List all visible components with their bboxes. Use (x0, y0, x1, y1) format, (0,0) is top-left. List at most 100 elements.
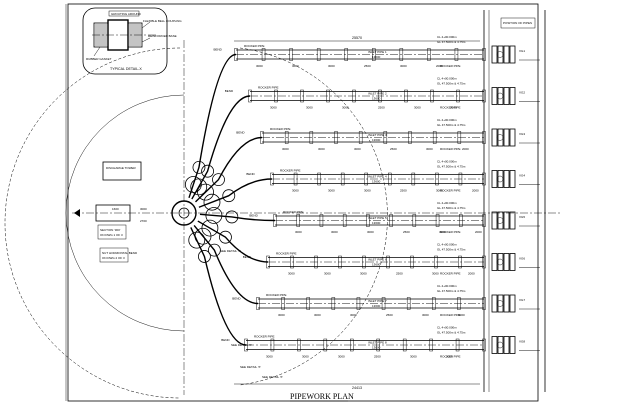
bend-fitting (192, 160, 206, 174)
rocker-pipe-label-right: ROCKER PIPE (440, 147, 461, 151)
bend-pipe (188, 53, 237, 199)
top-dimension: 25570 (352, 36, 362, 40)
segment-dimension: 2000 (458, 313, 465, 317)
segment-dimension: 2500 (378, 106, 385, 110)
level-label: GL 47.500m & 4.75m (437, 165, 466, 169)
segment-dimension: 3000 (400, 64, 407, 68)
segment-dimension: 3000 (331, 230, 338, 234)
inlet-pipe-label: INLET PIPE 1 (368, 50, 387, 54)
hub-outlet (188, 231, 206, 249)
detail-frame (82, 7, 168, 75)
left-dim-b: 3000 (140, 207, 147, 211)
radial-bend: BEND (188, 227, 247, 346)
bend-pipe (198, 178, 273, 208)
drawing-title: PIPEWORK PLAN (290, 392, 354, 401)
valve-block (503, 211, 510, 230)
valve-block (509, 336, 516, 354)
valve-block (497, 294, 504, 313)
valve-circle (496, 217, 504, 224)
valve-block (491, 45, 498, 64)
segment-dimension: 3000 (292, 189, 299, 193)
pipe-joint (362, 255, 366, 269)
detail-right-upper-label: FLEXIBLE BELL COUPLING (143, 19, 182, 23)
pipe-joint (334, 131, 338, 144)
pipe-joint (408, 131, 412, 144)
level-label: GL 47.500m & 4.75m (437, 40, 466, 44)
pipe-joint (482, 255, 486, 269)
radial-bend: BEND (198, 172, 273, 211)
segment-dimension: 3000 (292, 64, 299, 68)
pipe-joint (412, 214, 417, 227)
pipe-joint (344, 48, 348, 61)
rocker-pipe-label-right: ROCKER PIPE (440, 64, 461, 68)
level-label: GL 47.500m & 4.75m (437, 206, 466, 210)
valve-label: VG2 (519, 91, 525, 95)
valve-circle (496, 134, 504, 141)
detail-leader-2 (141, 37, 151, 43)
bend-label: BEND (236, 131, 245, 135)
segment-dimension: 3000 (410, 355, 417, 359)
chainage-label: CL 4+00.000m (437, 118, 457, 122)
valve-circle (496, 258, 504, 266)
pipe-joint (366, 214, 370, 227)
segment-dimension: 2000 (462, 147, 469, 151)
pipe-joint (314, 255, 318, 269)
segment-dimension: 2500 (390, 147, 397, 151)
valve-block (509, 211, 516, 230)
chainage-label: CL 4+00.000m (437, 160, 457, 164)
level-label: GL 47.500m & 4.75m (437, 248, 466, 252)
pipe-joint (352, 89, 356, 103)
section-box (97, 224, 127, 240)
valve-block (503, 294, 510, 313)
segment-dimension: 3000 (328, 189, 335, 193)
bend-fitting (207, 243, 221, 257)
segment-dimension: 2500 (364, 64, 371, 68)
pipe-joint (482, 89, 486, 103)
pipe-joint (482, 214, 486, 227)
valve-label: VG8 (519, 340, 525, 344)
valve-block (503, 45, 510, 64)
bend-pipe (195, 136, 263, 203)
pipe-joint (316, 48, 321, 61)
bend-fitting (201, 164, 214, 178)
pipe-joint (435, 172, 439, 186)
valve-block (509, 128, 516, 147)
segment-dimension: 3000 (328, 64, 335, 68)
pipe-joint (300, 89, 304, 103)
segment-dimension: 3000 (422, 313, 429, 317)
segment-dimension: 3000 (256, 64, 263, 68)
level-label: GL 47.500m & 4.75m (437, 331, 466, 335)
valve-label: VG3 (519, 132, 525, 136)
chainage-label: CL 4+00.000m (437, 326, 457, 330)
segment-dimension: 2500 (403, 230, 410, 234)
pipe-joint (482, 172, 486, 186)
radial-bend: BEND (199, 207, 276, 224)
pipe-joint (372, 48, 376, 61)
bend-fitting (225, 210, 239, 224)
inlet-pipe-label: INLET PIPE 3 (368, 133, 387, 137)
segment-dimension: 2500 (400, 189, 407, 193)
inlet-length: 13600 (372, 263, 381, 267)
valve-block (509, 294, 516, 313)
valve-block (503, 253, 510, 271)
valve-block (491, 336, 498, 354)
pipe-joint (457, 131, 462, 144)
bend-pipe (191, 95, 251, 200)
segment-dimension: 3000 (338, 355, 345, 359)
rocker-pipe-label-right: ROCKER PIPE (440, 313, 461, 317)
nut-label: NUT HORIZONTAL BEND (102, 251, 138, 255)
radial-bend: BEND (195, 131, 263, 203)
pipe-joint (459, 214, 463, 227)
pipe-joint (358, 131, 363, 144)
pipe-joint (402, 338, 407, 352)
pipe-joint (456, 89, 460, 103)
bend-label: BEND (249, 214, 258, 218)
bend-pipe (193, 224, 259, 305)
pipe-joint (342, 214, 347, 227)
